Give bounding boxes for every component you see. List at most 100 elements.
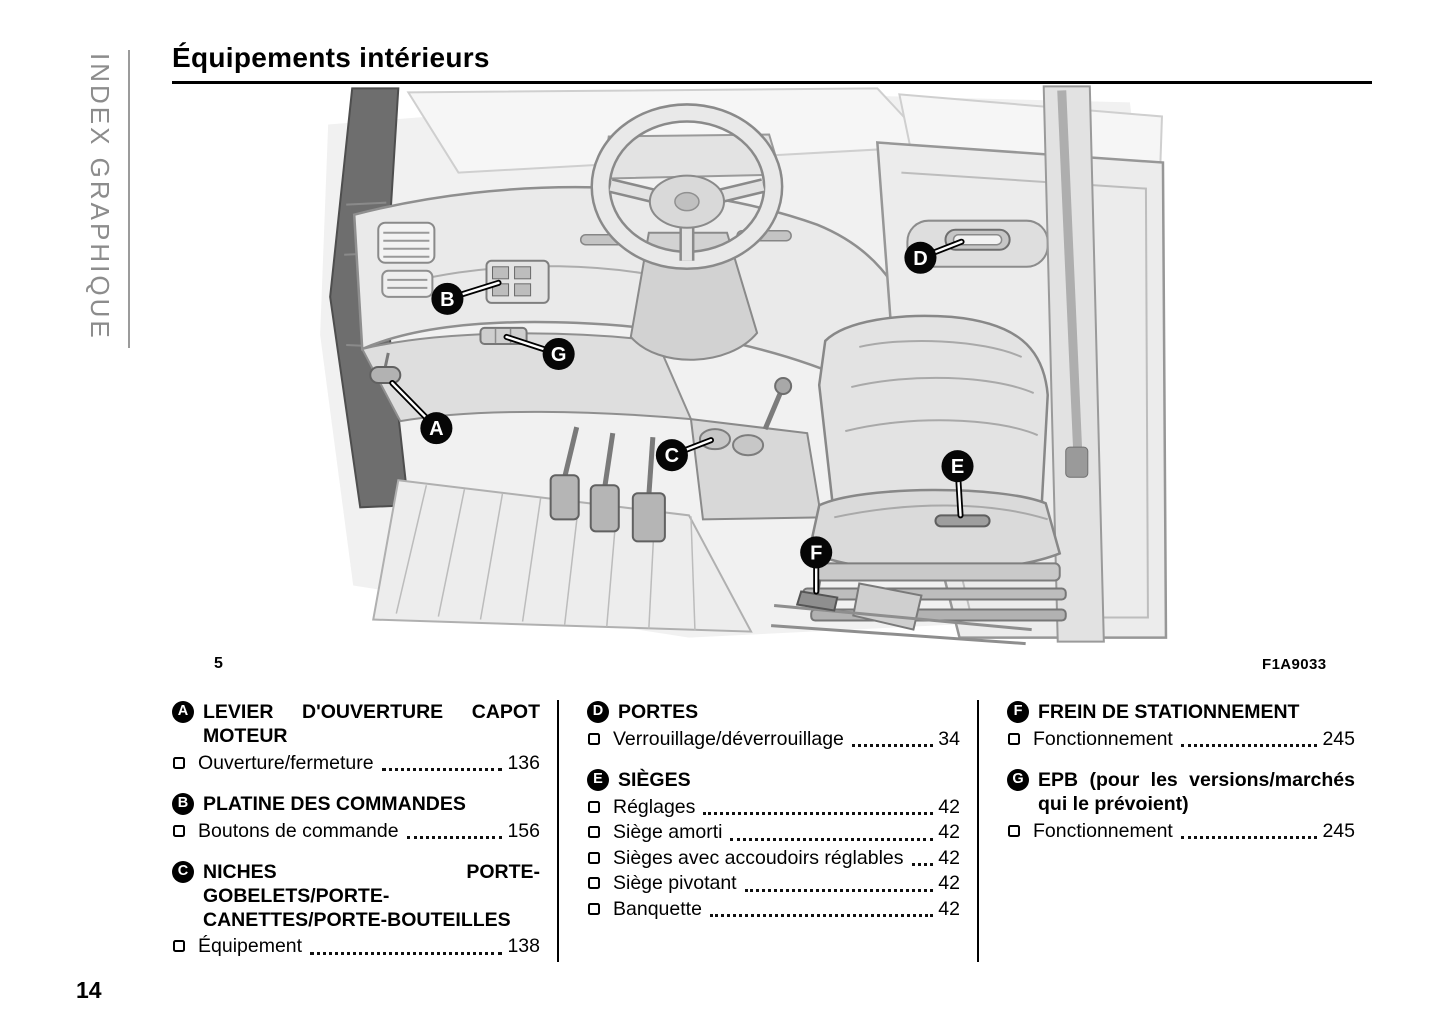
entry-letter-badge: A: [172, 701, 194, 723]
dotted-leader: [1180, 836, 1318, 840]
seat-base: [771, 562, 1067, 646]
interior-figure: A B C D E: [258, 84, 1180, 646]
index-item: Siège pivotant 42: [587, 872, 960, 895]
dotted-leader: [310, 951, 503, 955]
item-label: Sièges avec accoudoirs réglables: [613, 846, 904, 869]
legend-column-3: F FREIN DE STATIONNEMENT Fonctionnement …: [977, 700, 1372, 962]
title-block: Équipements intérieurs: [172, 42, 1372, 84]
entry-letter-badge: B: [172, 792, 194, 815]
figure-callouts: A B C D E: [420, 241, 974, 569]
item-label: Siège amorti: [613, 821, 723, 844]
section-tab-rule: [128, 50, 130, 348]
index-item: Verrouillage/déverrouillage 34: [587, 728, 960, 751]
square-bullet-icon: [1008, 824, 1020, 837]
dotted-leader: [703, 812, 934, 816]
section-tab-label: INDEX GRAPHIQUE: [85, 53, 115, 341]
callout-d-letter: D: [913, 248, 927, 270]
item-page-number: 42: [938, 872, 960, 895]
page-title: Équipements intérieurs: [172, 42, 490, 73]
entry-letter-badge: G: [1007, 769, 1029, 792]
dotted-leader: [1180, 744, 1318, 748]
callout-b: B: [431, 282, 464, 315]
callout-g-letter: G: [551, 344, 567, 366]
index-item: Banquette 42: [587, 898, 960, 921]
item-label: Fonctionnement: [1033, 819, 1173, 842]
item-page-number: 42: [938, 821, 960, 844]
index-item: Ouverture/fermeture 136: [172, 752, 540, 775]
dotted-leader: [744, 888, 934, 892]
figure-number: 5: [214, 655, 223, 672]
square-bullet-icon: [173, 940, 185, 953]
item-page-number: 245: [1322, 819, 1355, 842]
index-item: Équipement 138: [172, 935, 540, 958]
entry-heading: PORTES: [618, 701, 699, 723]
item-label: Réglages: [613, 795, 696, 818]
air-vent-icon: [377, 221, 436, 298]
item-page-number: 136: [507, 751, 540, 774]
entry-heading: FREIN DE STATIONNEMENT: [1038, 701, 1300, 723]
legend-index: A LEVIER D'OUVERTURE CAPOT MOTEUR Ouvert…: [172, 700, 1372, 962]
item-label: Verrouillage/déverrouillage: [613, 727, 844, 750]
callout-e-letter: E: [951, 456, 964, 478]
legend-column-2: D PORTES Verrouillage/déverrouillage 34 …: [557, 700, 977, 962]
item-page-number: 42: [938, 846, 960, 869]
entry-letter-badge: F: [1007, 701, 1029, 723]
item-page-number: 245: [1322, 727, 1355, 750]
index-entry-b: B PLATINE DES COMMANDES Boutons de comma…: [172, 792, 540, 843]
square-bullet-icon: [588, 826, 600, 839]
index-item: Siège amorti 42: [587, 821, 960, 844]
pedals: [549, 426, 666, 543]
dotted-leader: [381, 767, 503, 771]
index-entry-c: C NICHES PORTE-GOBELETS/PORTE-CANETTES/P…: [172, 860, 540, 959]
square-bullet-icon: [588, 800, 600, 813]
seat-belt-buckle: [1065, 446, 1089, 478]
callout-c-letter: C: [665, 445, 679, 467]
door-handle: [944, 228, 1011, 251]
passenger-seat: [771, 314, 1067, 646]
cup-holder: [698, 428, 765, 457]
gear-lever: [762, 390, 784, 431]
hood-release-lever: [369, 352, 402, 385]
index-item: Fonctionnement 245: [1007, 820, 1355, 843]
square-bullet-icon: [588, 902, 600, 915]
callout-f-letter: F: [810, 542, 822, 564]
item-label: Ouverture/fermeture: [198, 751, 374, 774]
page-number: 14: [76, 977, 102, 1003]
square-bullet-icon: [588, 732, 600, 745]
item-label: Siège pivotant: [613, 872, 737, 895]
square-bullet-icon: [173, 824, 185, 837]
steering-rim: [590, 103, 784, 270]
item-page-number: 42: [938, 897, 960, 920]
square-bullet-icon: [588, 851, 600, 864]
gear-knob: [774, 377, 793, 396]
index-item: Sièges avec accoudoirs réglables 42: [587, 847, 960, 870]
interior-illustration: A B C D E: [320, 85, 1168, 646]
dotted-leader: [730, 837, 934, 841]
steering-wheel: [579, 103, 792, 361]
callout-c: C: [655, 439, 688, 472]
callout-a: A: [420, 412, 453, 445]
figure-code: F1A9033: [1262, 656, 1327, 673]
entry-heading: PLATINE DES COMMANDES: [203, 792, 466, 815]
square-bullet-icon: [173, 756, 185, 769]
index-item: Fonctionnement 245: [1007, 728, 1355, 751]
item-page-number: 156: [507, 819, 540, 842]
entry-heading: NICHES PORTE-GOBELETS/PORTE-CANETTES/POR…: [203, 861, 540, 931]
dotted-leader: [406, 836, 503, 840]
item-page-number: 34: [938, 727, 960, 750]
item-label: Banquette: [613, 897, 702, 920]
callout-a-letter: A: [429, 418, 443, 440]
callout-g: G: [542, 337, 575, 371]
item-page-number: 42: [938, 795, 960, 818]
callout-d: D: [904, 241, 937, 274]
b-pillar: [1042, 85, 1105, 643]
dotted-leader: [911, 863, 934, 867]
index-entry-e: E SIÈGES Réglages 42 Siège amorti 42: [587, 768, 960, 921]
dotted-leader: [709, 913, 934, 917]
index-entry-g: G EPB (pour les versions/marchés qui le …: [1007, 768, 1355, 843]
center-console: [689, 377, 823, 521]
item-label: Boutons de commande: [198, 819, 399, 842]
square-bullet-icon: [1008, 732, 1020, 745]
item-label: Fonctionnement: [1033, 727, 1173, 750]
